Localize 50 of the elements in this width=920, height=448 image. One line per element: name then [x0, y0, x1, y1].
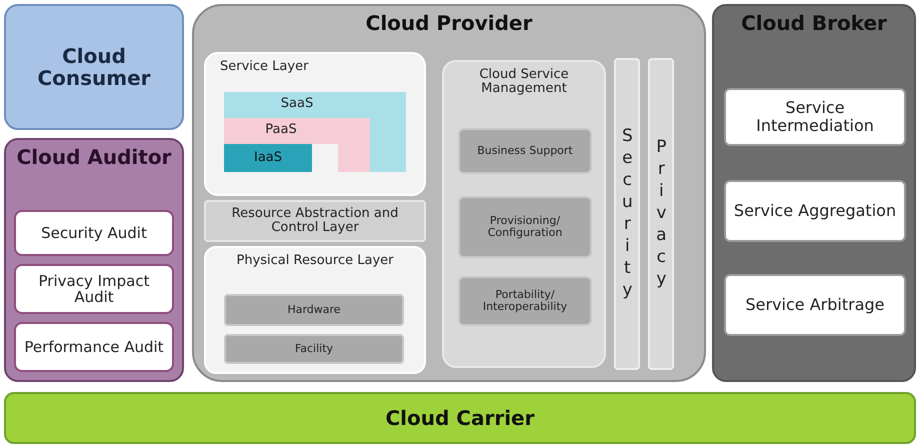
layer-box — [204, 52, 426, 196]
box-label: Security Audit — [40, 224, 148, 242]
box-heading: Physical Resource Layer — [236, 254, 394, 268]
component-box — [458, 276, 592, 326]
security-column — [614, 58, 640, 370]
broker-service-box — [724, 274, 906, 336]
box-label: Facility — [294, 342, 334, 356]
box-label: Portability/ Interoperability — [482, 288, 568, 314]
management-box — [442, 60, 606, 368]
paas-band — [224, 118, 370, 172]
box-label: Service Arbitrage — [744, 296, 886, 314]
audit-box — [14, 210, 174, 256]
box-heading: Service Layer — [220, 60, 308, 74]
audit-box — [14, 264, 174, 314]
iaas-band — [224, 144, 312, 172]
box-heading: PaaS — [264, 123, 298, 138]
carrier-band — [4, 392, 916, 444]
box-label: Service Intermediation — [755, 99, 875, 135]
box-label: Privacy Impact Audit — [38, 272, 150, 306]
component-box — [458, 128, 592, 174]
component-box — [224, 294, 404, 326]
box-label: Provisioning/ Configuration — [486, 214, 564, 240]
box-heading: Cloud Service Management — [478, 68, 570, 97]
broker-service-box — [724, 88, 906, 146]
box-label: Resource Abstraction and Control Layer — [230, 206, 400, 236]
privacy-column — [648, 58, 674, 370]
box-heading: Cloud Broker — [741, 12, 887, 34]
broker-service-box — [724, 180, 906, 242]
box-heading: Cloud Auditor — [16, 146, 172, 168]
box-label: Business Support — [476, 144, 574, 158]
consumer-box — [4, 4, 184, 130]
auditor-box — [4, 138, 184, 382]
box-label: Security — [618, 126, 636, 302]
broker-box — [712, 4, 916, 382]
box-label: Cloud Consumer — [36, 45, 152, 89]
provider-box — [192, 4, 706, 382]
box-label: Service Aggregation — [732, 202, 898, 220]
box-heading: Cloud Provider — [366, 12, 532, 34]
saas-band — [224, 92, 406, 172]
box-heading: SaaS — [280, 97, 314, 112]
audit-box — [14, 322, 174, 372]
box-label: Performance Audit — [23, 338, 165, 356]
component-box — [458, 196, 592, 258]
box-label: IaaS — [252, 150, 284, 166]
layer-box — [204, 200, 426, 242]
box-label: Cloud Carrier — [384, 407, 536, 429]
component-box — [224, 334, 404, 364]
box-label: Hardware — [286, 304, 342, 316]
layer-box — [204, 246, 426, 374]
box-label: Privacy — [652, 137, 670, 291]
